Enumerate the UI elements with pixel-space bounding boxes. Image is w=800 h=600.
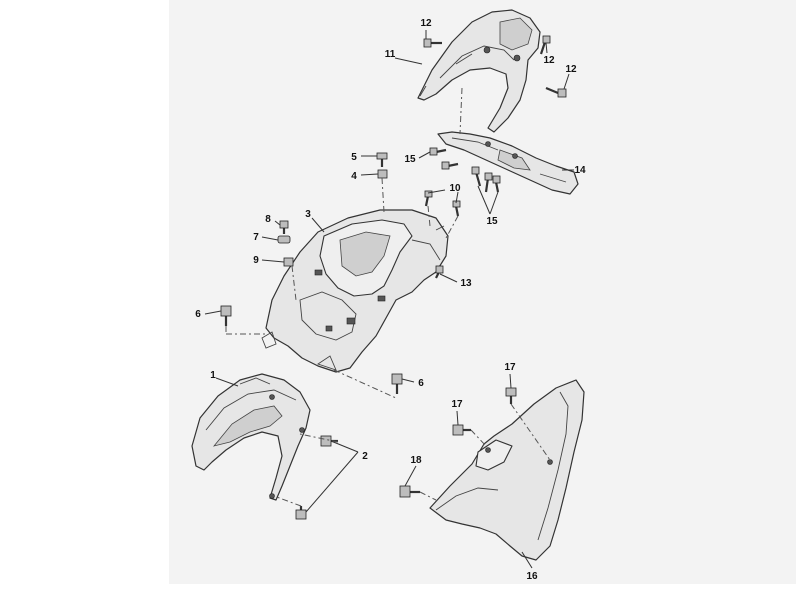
- leader-lines: [204, 30, 574, 569]
- callout-8: 8: [265, 214, 271, 225]
- part-16-rear-hugger: [429, 379, 585, 561]
- part-3-rear-fender: [261, 209, 449, 373]
- callout-17: 17: [504, 362, 516, 373]
- callout-15: 15: [404, 154, 416, 165]
- part-11-grab-handle: [417, 9, 541, 133]
- callout-2: 2: [362, 451, 368, 462]
- callouts: 12 11 12 12 5 15 14 4 10 15 3 8 7 9 13 6…: [195, 18, 586, 582]
- callout-10: 10: [449, 183, 461, 194]
- callout-14: 14: [574, 165, 586, 176]
- part-9-nut: [283, 257, 294, 267]
- callout-12: 12: [420, 18, 432, 29]
- callout-17: 17: [451, 399, 463, 410]
- callout-11: 11: [385, 49, 396, 60]
- callout-6: 6: [195, 309, 201, 320]
- callout-18: 18: [410, 455, 422, 466]
- part-14-rear-bracket: [437, 131, 579, 195]
- part-7-collar: [277, 235, 291, 244]
- callout-9: 9: [253, 255, 259, 266]
- callout-12: 12: [543, 55, 555, 66]
- part-4-clip: [377, 169, 388, 179]
- callout-5: 5: [351, 152, 357, 163]
- callout-7: 7: [253, 232, 259, 243]
- callout-16: 16: [526, 571, 538, 582]
- part-1-front-fender: [191, 373, 311, 501]
- callout-15: 15: [486, 216, 498, 227]
- callout-3: 3: [305, 209, 311, 220]
- callout-13: 13: [460, 278, 472, 289]
- callout-12: 12: [565, 64, 577, 75]
- callout-1: 1: [210, 370, 216, 381]
- alignment-lines: [225, 87, 551, 507]
- bolts: [220, 35, 567, 520]
- callout-4: 4: [351, 171, 357, 182]
- callout-6: 6: [418, 378, 424, 389]
